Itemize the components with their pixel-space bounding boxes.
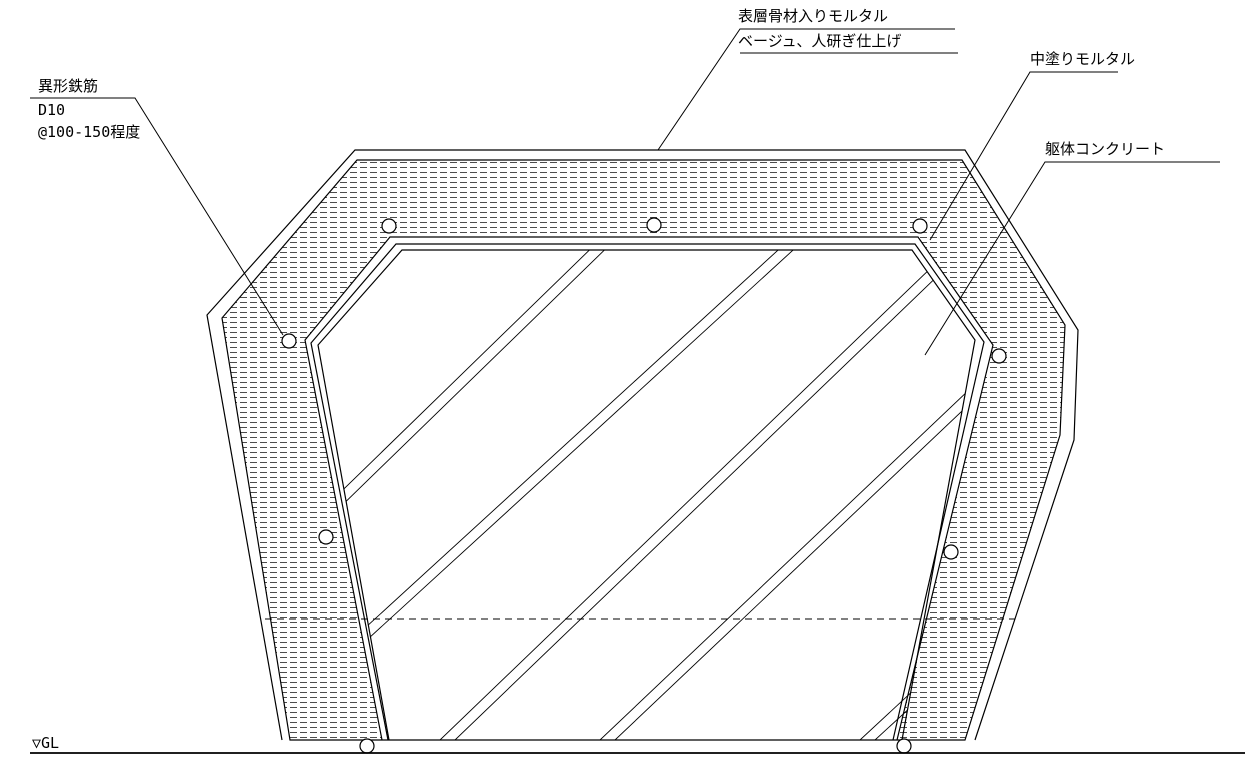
rebar-label-title: 異形鉄筋 xyxy=(38,77,99,95)
middle-mortar-label: 中塗りモルタル xyxy=(1030,50,1136,68)
surface-mortar-label-2: ベージュ、人研ぎ仕上げ xyxy=(738,32,902,50)
rebar-circle xyxy=(646,217,662,233)
rebar-circle xyxy=(318,529,334,545)
rebar-circle xyxy=(896,738,912,754)
surface-mortar-layer xyxy=(221,159,1066,741)
rebar-circle xyxy=(381,218,397,234)
concrete-hatch xyxy=(318,250,975,740)
outer-outline xyxy=(206,149,1079,741)
leader-lines xyxy=(30,28,1220,356)
surface-mortar-label-1: 表層骨材入りモルタル xyxy=(738,7,889,25)
middle-mortar-line xyxy=(310,243,985,741)
rebar-circles xyxy=(281,217,1007,754)
leader-middle-mortar xyxy=(929,71,1118,241)
rebar-circle xyxy=(912,218,928,234)
concrete-label: 躯体コンクリート xyxy=(1045,140,1166,158)
rebar-label-spacing: @100-150程度 xyxy=(38,123,141,141)
rebar-circle xyxy=(359,738,375,754)
leader-concrete xyxy=(924,161,1220,356)
rebar-label-size: D10 xyxy=(38,101,66,119)
concrete-outline xyxy=(317,249,976,741)
rebar-circle xyxy=(281,333,297,349)
leader-surface-mortar xyxy=(657,28,955,151)
leader-rebar xyxy=(30,97,284,336)
rebar-circle xyxy=(991,348,1007,364)
ground-level-label: ▽GL xyxy=(32,734,60,752)
rebar-circle xyxy=(943,544,959,560)
